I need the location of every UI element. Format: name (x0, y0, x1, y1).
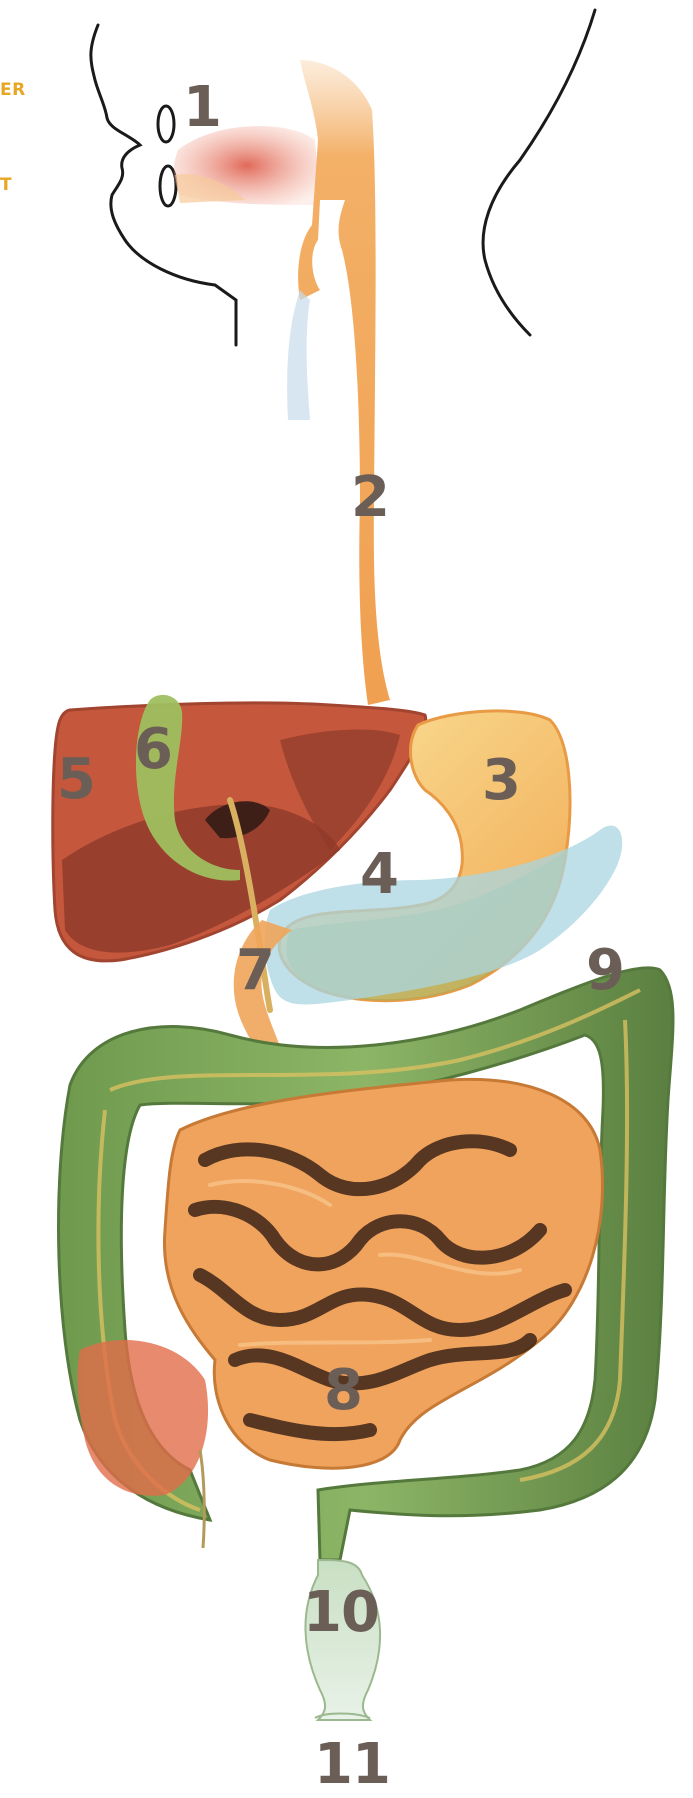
label-gallbladder: 6 (134, 722, 172, 778)
label-esophagus: 2 (351, 470, 389, 526)
label-pancreas: 4 (360, 847, 398, 903)
appendix-region (78, 1340, 209, 1496)
label-small-intestine: 8 (324, 1363, 362, 1419)
side-label-bottom: T (0, 175, 12, 195)
small-intestine-shape (164, 1079, 602, 1468)
lower-lip-shape (160, 166, 176, 206)
label-liver: 5 (57, 752, 95, 808)
label-large-intestine: 9 (586, 943, 624, 999)
upper-lip-shape (158, 106, 174, 142)
label-stomach: 3 (482, 753, 520, 809)
label-duodenum: 7 (236, 943, 274, 999)
label-anus: 11 (314, 1737, 390, 1793)
label-rectum: 10 (303, 1585, 379, 1641)
side-label-top: ER (0, 80, 26, 100)
back-of-head-outline (483, 10, 595, 335)
trachea-shape (287, 290, 310, 420)
label-mouth: 1 (183, 80, 221, 136)
